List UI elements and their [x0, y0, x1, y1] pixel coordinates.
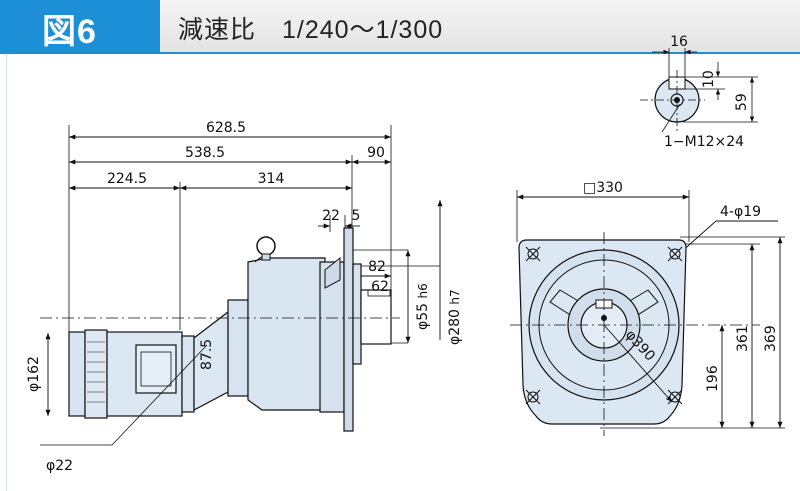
dim-key-width: 16 — [670, 34, 688, 50]
dim-flange-thickness-a: 22 — [322, 208, 340, 224]
dim-tap-spec: 1−M12×24 — [664, 134, 744, 150]
dim-key-depth: 10 — [701, 70, 717, 88]
dim-shaft-length: 90 — [367, 145, 385, 161]
figure-number: 図6 — [42, 13, 97, 51]
side-view: 628.5 538.5 90 224.5 314 22 5 82 62 φ55 … — [26, 120, 463, 474]
dim-flange-square: □330 — [583, 180, 623, 196]
dim-shaft-height: 59 — [734, 93, 750, 111]
dim-shaft-extent: 82 — [368, 259, 386, 275]
side-dimension-lines — [45, 134, 443, 416]
dim-overall-length: 628.5 — [206, 120, 246, 136]
bolt-holes — [525, 246, 683, 405]
dim-bolt-holes: 4-φ19 — [720, 204, 761, 220]
dim-shaft-diameter: φ55 h6 — [415, 283, 431, 330]
dim-cable-diameter: φ22 — [46, 458, 73, 474]
dim-flange-thickness-b: 5 — [352, 208, 361, 224]
dim-length-to-flange: 538.5 — [185, 145, 225, 161]
shaft-detail-view: 16 10 59 1−M12×24 — [640, 34, 758, 150]
dim-pilot-diameter: φ280 h7 — [447, 289, 463, 345]
dim-height-b: 369 — [763, 325, 779, 352]
output-shaft — [360, 289, 392, 345]
dim-height-a: 361 — [735, 325, 751, 352]
motor — [68, 329, 195, 419]
output-flange — [343, 227, 354, 432]
eye-bolt — [256, 236, 276, 256]
figure-header: 図6 減速比 1/240～1/300 — [0, 0, 800, 52]
front-view: □330 4-φ19 φ390 196 361 369 — [510, 180, 785, 436]
figure-title: 減速比 1/240～1/300 — [178, 16, 444, 44]
dim-gear-length: 314 — [258, 171, 285, 187]
header-divider — [0, 52, 800, 54]
cable-leader — [111, 344, 208, 446]
figure-tag: 図6 — [0, 0, 160, 52]
left-margin-rule — [6, 54, 7, 491]
dim-center-offset: 87.5 — [199, 339, 215, 370]
dim-center-height: 196 — [705, 365, 721, 392]
gear-housing — [193, 227, 392, 432]
dim-motor-length: 224.5 — [107, 171, 147, 187]
dim-motor-diameter: φ162 — [26, 356, 42, 392]
dim-key-length: 62 — [371, 279, 389, 295]
front-dimension-lines — [517, 194, 783, 428]
